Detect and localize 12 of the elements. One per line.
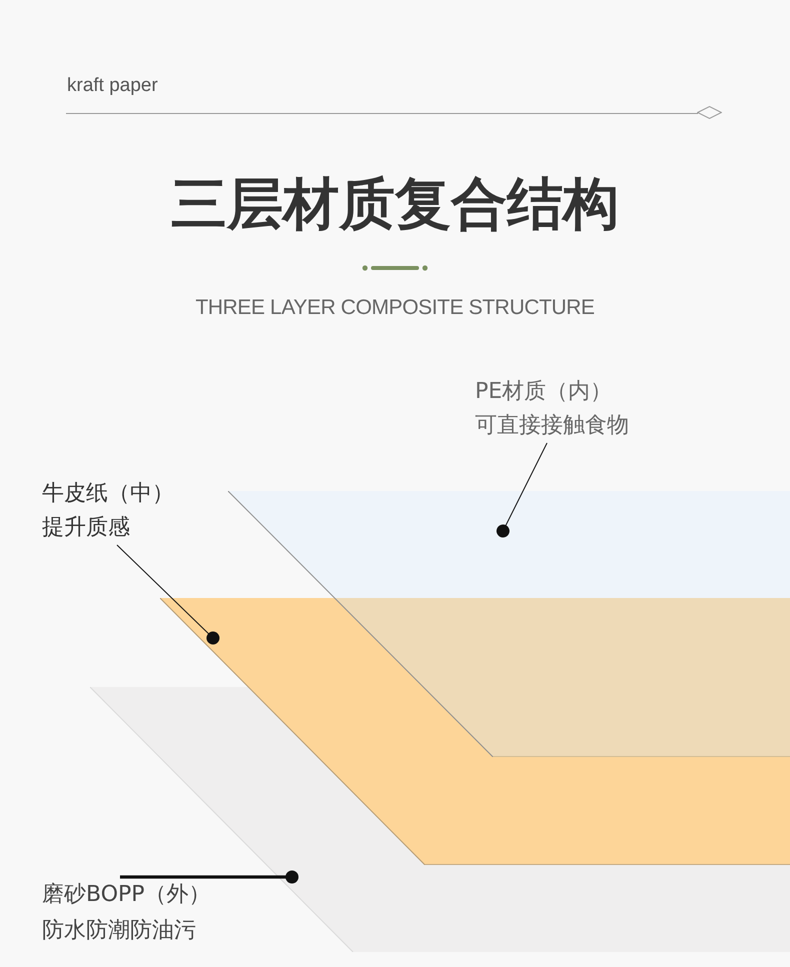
- callout-note: 提升质感: [42, 514, 131, 542]
- callout-title: 磨砂BOPP（外）: [42, 881, 211, 909]
- leader-line: [120, 870, 298, 884]
- callout-title: PE材质（内）: [475, 378, 614, 406]
- leader-line: [496, 442, 548, 538]
- leader-line: [116, 544, 220, 644]
- callout-note: 防水防潮防油污: [42, 917, 197, 945]
- callout-note: 可直接接触食物: [475, 412, 629, 440]
- title: 三层材质复合结构: [171, 172, 619, 237]
- section-label: kraft paper: [67, 75, 158, 96]
- callout-title: 牛皮纸（中）: [42, 480, 174, 508]
- subtitle: THREE LAYER COMPOSITE STRUCTURE: [195, 296, 595, 319]
